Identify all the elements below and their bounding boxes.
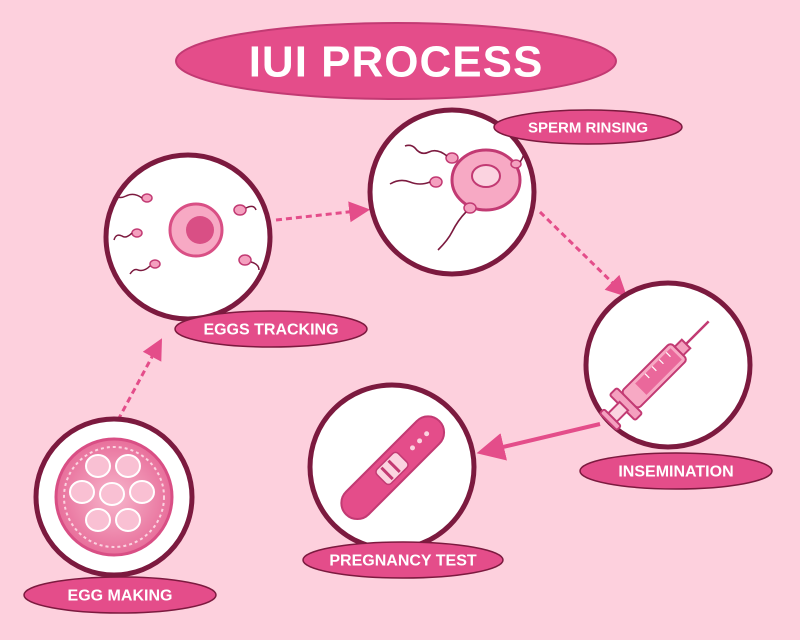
step-label: SPERM RINSING <box>528 120 648 137</box>
title-banner: IUI PROCESS <box>175 22 617 100</box>
step-sperm-rinsing <box>367 107 537 277</box>
step-label-egg-making: EGG MAKING <box>23 576 217 614</box>
step-label-eggs-tracking: EGGS TRACKING <box>174 310 368 348</box>
page-title: IUI PROCESS <box>249 38 544 87</box>
pregnancy-test-icon <box>340 415 446 521</box>
connector-arrows <box>116 201 628 461</box>
step-label: PREGNANCY TEST <box>329 553 477 570</box>
sperm-fertilization-icon <box>389 144 525 251</box>
arrow-sperm-rinsing-to-insemination <box>538 210 628 297</box>
step-label: EGG MAKING <box>68 588 173 605</box>
arrow-eggs-tracking-to-sperm-rinsing <box>275 201 371 223</box>
step-eggs-tracking <box>103 152 273 322</box>
step-egg-making <box>33 416 195 578</box>
arrow-egg-making-to-eggs-tracking <box>116 338 162 421</box>
arrow-insemination-to-pregnancy-test <box>476 422 601 461</box>
step-insemination <box>583 280 753 450</box>
step-pregnancy-test <box>307 382 477 552</box>
egg-sperm-icon <box>113 193 260 275</box>
step-label-sperm-rinsing: SPERM RINSING <box>493 109 683 145</box>
step-label: INSEMINATION <box>618 464 733 481</box>
syringe-icon <box>599 320 710 431</box>
ovary-follicles-icon <box>54 437 174 557</box>
step-label: EGGS TRACKING <box>203 322 338 339</box>
step-label-pregnancy-test: PREGNANCY TEST <box>302 541 504 579</box>
step-label-insemination: INSEMINATION <box>579 452 773 490</box>
